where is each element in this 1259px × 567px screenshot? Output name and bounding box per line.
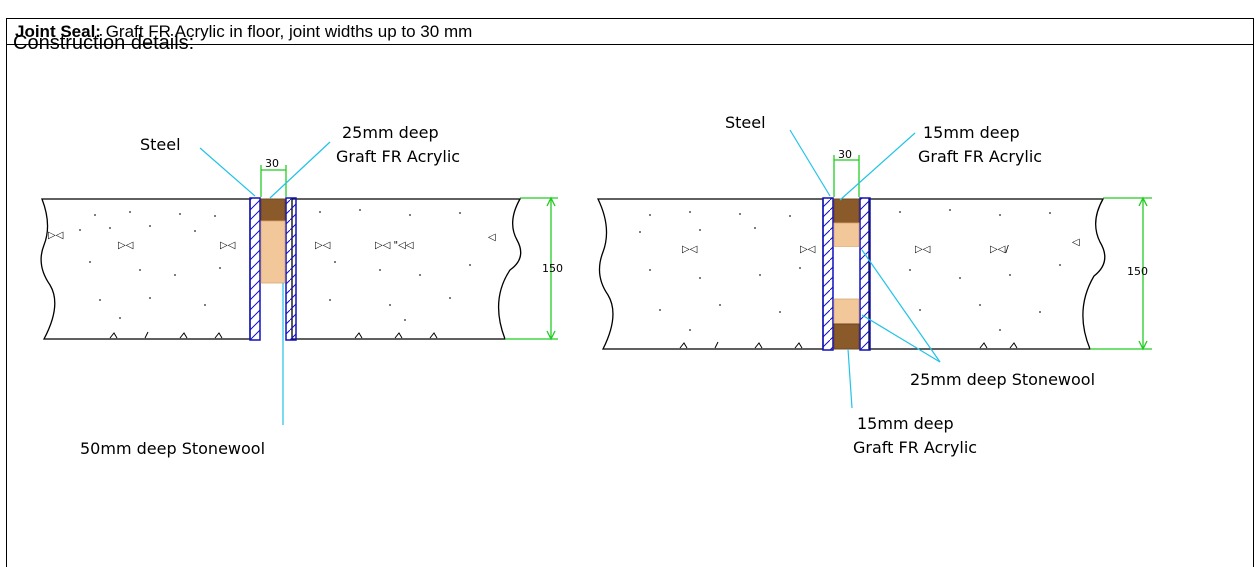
aggregate-mark-right-5: ◁ <box>1072 237 1080 248</box>
width-dimension-right <box>833 155 860 197</box>
acrylic-seal-right-top <box>833 198 860 224</box>
concrete-slab-left-b <box>291 198 522 340</box>
aggregate-mark-right-3: ▷◁ <box>915 244 931 255</box>
void-right <box>834 247 859 299</box>
stonewool-right-top <box>833 222 860 248</box>
bottom-acrylic-depth-label: 15mm deep <box>857 414 954 433</box>
header-label: Joint Seal: <box>15 22 101 41</box>
acrylic-seal-left <box>260 198 286 222</box>
aggregate-mark-left-6: ◁ <box>488 232 496 243</box>
acrylic-seal-right-bottom <box>833 323 860 350</box>
section-label: Construction details: <box>13 32 195 54</box>
document-frame: Joint Seal: Graft FR Acrylic in floor, j… <box>6 18 1254 567</box>
acrylic-depth-label-left: 25mm deep <box>342 123 439 142</box>
stonewool-left <box>260 220 286 284</box>
bottom-ticks-right <box>679 341 1018 349</box>
steel-plate-right-1 <box>822 197 834 351</box>
detail-left: ▷◁ ▷◁ ▷◁ ▷◁ "◁◁ ▷◁ ◁ 30 150 <box>40 123 563 458</box>
header-text: Graft FR Acrylic in floor, joint widths … <box>100 22 473 41</box>
steel-label-left: Steel <box>140 135 181 154</box>
aggregate-mark-left-5: ▷◁ <box>48 230 64 241</box>
concrete-slab-right-b <box>868 198 1106 350</box>
aggregate-mark-right-4: ▷◁/ <box>990 244 1009 255</box>
stonewool-label-left: 50mm deep Stonewool <box>80 439 265 458</box>
detail-right: ▷◁ ▷◁ ▷◁ ▷◁/ ◁ 30 150 <box>596 113 1152 457</box>
aggregate-mark-left-1: ▷◁ <box>118 240 134 251</box>
height-dim-label-right: 150 <box>1127 265 1148 278</box>
header-row: Joint Seal: Graft FR Acrylic in floor, j… <box>7 19 1253 45</box>
concrete-slab-left-a <box>40 198 251 340</box>
steel-plate-right-2 <box>859 197 871 351</box>
aggregate-mark-right-1: ▷◁ <box>682 244 698 255</box>
steel-plate-left-2 <box>285 197 297 341</box>
stonewool-label-right: 25mm deep Stonewool <box>910 370 1095 389</box>
leader-lines-left <box>199 141 331 425</box>
leader-lines-right <box>789 129 941 409</box>
aggregate-mark-right-2: ▷◁ <box>800 244 816 255</box>
top-acrylic-depth-label: 15mm deep <box>923 123 1020 142</box>
bottom-acrylic-name-label: Graft FR Acrylic <box>853 438 977 457</box>
height-dimension-right <box>1090 196 1152 351</box>
aggregate-mark-left-3: ▷◁ <box>315 240 331 251</box>
width-dim-label-left: 30 <box>265 157 279 170</box>
width-dim-label-right: 30 <box>838 148 852 161</box>
aggregate-dots-right <box>639 209 1061 331</box>
acrylic-name-label-left: Graft FR Acrylic <box>336 147 460 166</box>
width-dimension-left <box>260 165 287 197</box>
steel-label-right: Steel <box>725 113 766 132</box>
top-acrylic-name-label: Graft FR Acrylic <box>918 147 1042 166</box>
aggregate-dots-left <box>79 209 471 321</box>
aggregate-mark-left-4: ▷◁ "◁◁ <box>375 240 414 251</box>
height-dim-label-left: 150 <box>542 262 563 275</box>
stonewool-right-bottom <box>833 298 860 325</box>
height-dimension-left <box>505 196 558 341</box>
concrete-slab-right-a <box>596 198 824 350</box>
steel-plate-left-1 <box>249 197 261 341</box>
bottom-ticks-left <box>109 331 438 339</box>
aggregate-mark-left-2: ▷◁ <box>220 240 236 251</box>
